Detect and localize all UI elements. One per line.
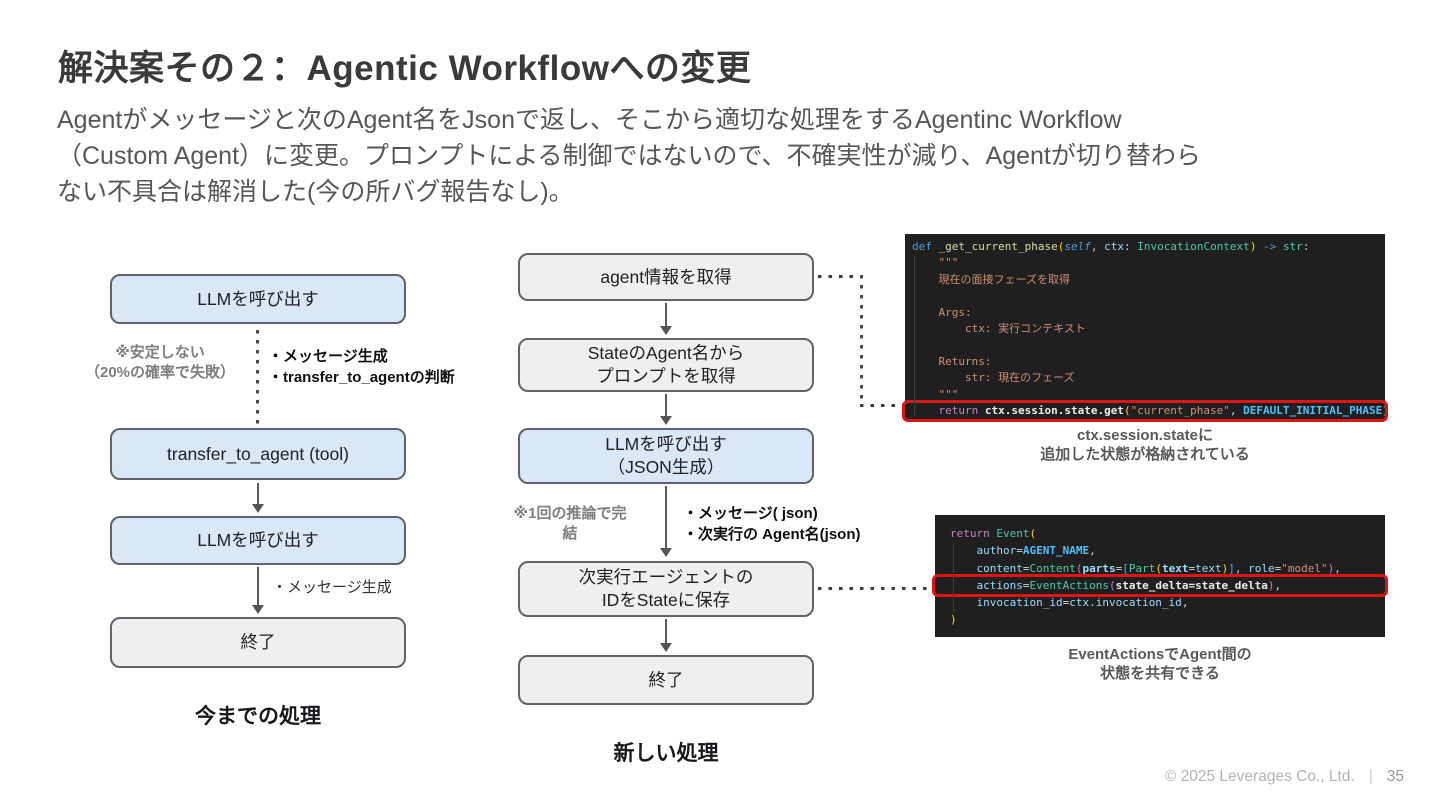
- new-flow-box-get-agent-info: agent情報を取得: [518, 253, 814, 301]
- flow-arrow-line: [665, 394, 667, 417]
- page-number: 35: [1386, 768, 1404, 785]
- body-text-line: ない不具合は解消した(今の所バグ報告なし)。: [57, 178, 574, 206]
- old-flow-caption: 今までの処理: [195, 705, 321, 728]
- code-line: ): [950, 613, 957, 627]
- new-flow-note-message-json: ・メッセージ( json) ・次実行の Agent名(json): [683, 505, 861, 543]
- code-line-highlighted: actions=EventActions(state_delta=state_d…: [932, 573, 1388, 598]
- flow-arrow-head-icon: [660, 548, 672, 557]
- new-flow-note-single-inference: ※1回の推論で完 結: [513, 505, 627, 542]
- flow-arrow-line: [665, 619, 667, 644]
- flow-arrow-line: [257, 567, 259, 606]
- code-line: """: [912, 256, 959, 270]
- footer-separator: |: [1368, 768, 1373, 785]
- flow-arrow-head-icon: [252, 605, 264, 614]
- body-text-line: （Custom Agent）に変更。プロンプトによる制御ではないので、不確実性が…: [57, 142, 1201, 170]
- old-flow-box-end: 終了: [110, 617, 406, 668]
- old-flow-note-message-transfer: ・メッセージ生成 ・transfer_to_agentの判断: [268, 348, 455, 386]
- code-line: return Event(: [950, 527, 1037, 540]
- code-line: [905, 337, 1385, 353]
- code2-caption: EventActionsでAgent間の 状態を共有できる: [1068, 646, 1252, 682]
- dotted-arrow-line: [256, 330, 259, 454]
- flow-arrow-line: [665, 303, 667, 327]
- code-line: str: 現在のフェーズ: [912, 371, 1075, 385]
- new-flow-box-call-llm-json: LLMを呼び出す （JSON生成）: [518, 428, 814, 484]
- flow-arrow-line: [257, 483, 259, 505]
- body-text-line: Agentがメッセージと次のAgent名をJsonで返し、そこから適切な処理をす…: [57, 106, 1122, 134]
- dotted-connector: [860, 404, 906, 407]
- code-line: Returns:: [912, 354, 992, 368]
- code-line: [905, 288, 1385, 304]
- new-flow-box-end: 終了: [518, 655, 814, 705]
- old-flow-box-transfer-to-agent: transfer_to_agent (tool): [110, 428, 406, 480]
- code-line: content=Content(parts=[Part(text=text)],…: [950, 561, 1341, 575]
- new-flow-box-get-prompt: StateのAgent名から プロンプトを取得: [518, 338, 814, 392]
- flow-arrow-head-icon: [252, 504, 264, 513]
- indent-guide: [953, 543, 954, 613]
- code-line-highlighted: return ctx.session.state.get("current_ph…: [902, 399, 1389, 423]
- new-flow-box-save-state: 次実行エージェントの IDをStateに保存: [518, 561, 814, 617]
- code-line: author=AGENT_NAME,: [950, 544, 1096, 558]
- code-line: """: [912, 387, 959, 401]
- code-snippet-get-current-phase: def _get_current_phase(self, ctx: Invoca…: [902, 234, 1389, 423]
- dotted-connector: [860, 275, 863, 407]
- code-line: invocation_id=ctx.invocation_id,: [950, 596, 1189, 610]
- flow-arrow-head-icon: [660, 643, 672, 652]
- code-line: ctx: 実行コンテキスト: [912, 321, 1086, 335]
- copyright-text: © 2025 Leverages Co., Ltd.: [1164, 768, 1355, 785]
- code-line: Args:: [912, 305, 972, 319]
- code-line: 現在の面接フェーズを取得: [912, 272, 1070, 286]
- flow-arrow-line: [665, 486, 667, 549]
- code1-caption: ctx.session.stateに 追加した状態が格納されている: [1040, 427, 1250, 463]
- flow-arrow-head-icon: [660, 416, 672, 425]
- code-line: def _get_current_phase(self, ctx: Invoca…: [912, 240, 1310, 253]
- old-flow-box-call-llm-1: LLMを呼び出す: [110, 274, 406, 324]
- dotted-connector: [818, 587, 930, 590]
- indent-guide: [914, 256, 915, 416]
- code-snippet-return-event: return Event( author=AGENT_NAME, content…: [932, 515, 1388, 637]
- flow-arrow-head-icon: [660, 326, 672, 335]
- dotted-connector: [818, 275, 862, 278]
- old-flow-box-call-llm-2: LLMを呼び出す: [110, 516, 406, 565]
- new-flow-caption: 新しい処理: [613, 742, 719, 765]
- slide-title: 解決案その２：Agentic Workflowへの変更: [58, 49, 752, 88]
- slide-footer: © 2025 Leverages Co., Ltd. | 35: [1165, 768, 1404, 786]
- old-flow-note-message: ・メッセージ生成: [272, 579, 392, 596]
- old-flow-note-unstable: ※安定しない （20%の確率で失敗）: [84, 344, 236, 381]
